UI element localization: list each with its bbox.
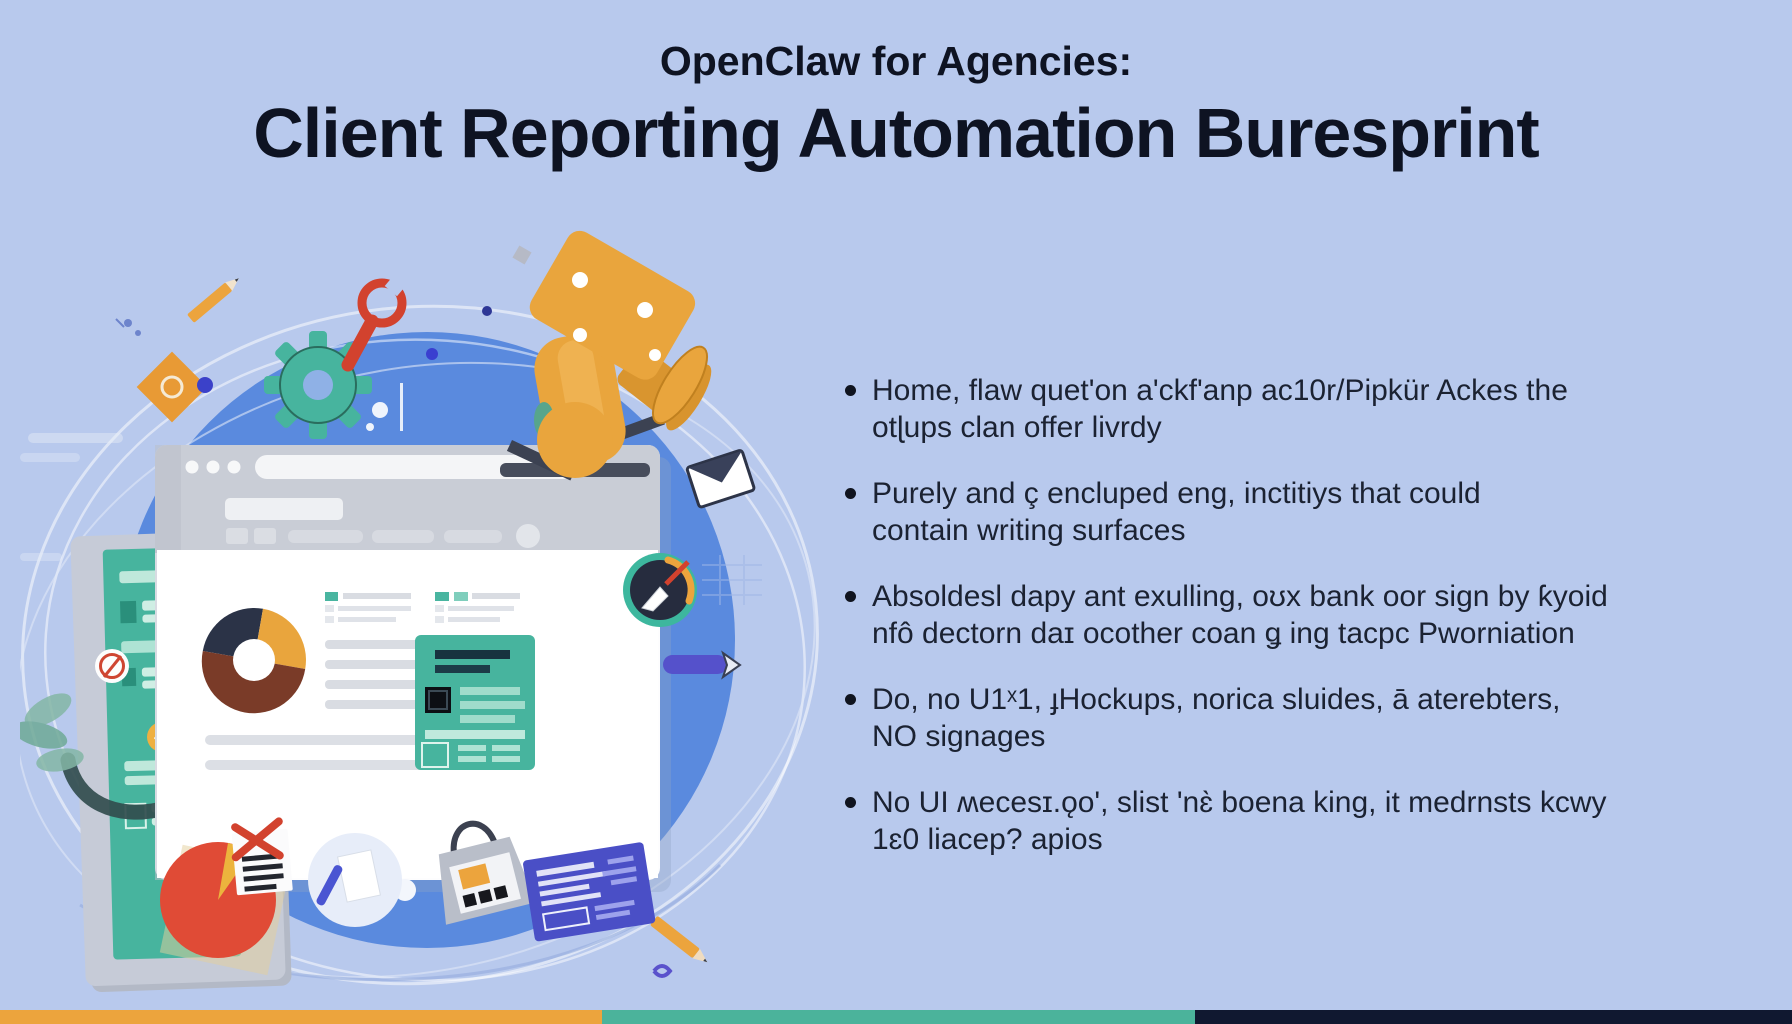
bullet-text: Purely and ç encluped eng, inctitiys tha…: [872, 477, 1481, 510]
pencil-icon: [650, 916, 708, 963]
bullet-dot: [845, 591, 856, 602]
mini-table: [325, 592, 520, 623]
bullet-dot: [845, 694, 856, 705]
bullet-text: 1ɛ0 liacep? apios: [872, 823, 1103, 856]
bullet-text: NO signages: [872, 720, 1046, 753]
slider-icon: [663, 650, 742, 680]
bullet-text: contain writing surfaces: [872, 514, 1186, 547]
kicker-title: OpenClaw for Agencies:: [659, 38, 1133, 84]
bullet-text: Absoldesl dapy ant exulling, oʊx bank oo…: [872, 580, 1608, 613]
plant-icon: [20, 693, 84, 772]
diamond-icon: [136, 351, 208, 423]
header: OpenClaw for Agencies: Client Reporting …: [0, 0, 1792, 171]
wrench-icon: [341, 273, 408, 372]
speed-lines: [20, 433, 123, 561]
page-title: Client Reporting Automation Buresprint: [253, 94, 1539, 173]
illustration: [20, 230, 819, 993]
bullet-list: Home, flaw quet'on a'ckf'anp ac10r/Pipkü…: [845, 372, 1705, 887]
list-item: No UI ʍecesɪ.ǫo', slist 'nɛ̀ boena king,…: [845, 784, 1705, 858]
bullet-text: nfô dectorn daɪ ocother coan ǥ ing tacpc…: [872, 617, 1575, 650]
robot-arm-icon: [500, 230, 712, 481]
footer-stripe: [0, 1010, 1792, 1024]
bullet-dot: [845, 488, 856, 499]
pencil-icon: [187, 278, 239, 323]
pen-and-paper-icon: [308, 833, 402, 927]
dot-decorations: [115, 245, 673, 978]
no-sign-icon: [95, 649, 129, 683]
bullet-dot: [845, 385, 856, 396]
purple-note-card: [523, 842, 656, 942]
teal-panel: [415, 635, 535, 770]
grid-decoration: [702, 555, 762, 605]
bullet-text: No UI ʍecesɪ.ǫo', slist 'nɛ̀ boena king,…: [872, 786, 1607, 819]
checklist-document-icon: [231, 817, 293, 896]
calculator-bag-icon: [438, 820, 537, 925]
gear-icon: [264, 331, 372, 439]
envelope-icon: [685, 449, 756, 509]
list-item: Purely and ç encluped eng, inctitiys tha…: [845, 475, 1705, 549]
list-item: Do, no U1ˣ1, ɟHockups, norica sluides, ā…: [845, 681, 1705, 755]
bullet-text: Home, flaw quet'on a'ckf'anp ac10r/Pipkü…: [872, 374, 1568, 407]
bullet-text: otɭups clan offer livrdy: [872, 411, 1162, 444]
stripe-segment-teal: [602, 1010, 1195, 1024]
bullet-text: Do, no U1ˣ1, ɟHockups, norica sluides, ā…: [872, 683, 1561, 716]
dash-decoration: [400, 383, 403, 431]
list-item: Home, flaw quet'on a'ckf'anp ac10r/Pipkü…: [845, 372, 1705, 446]
browser-window: [155, 445, 671, 892]
donut-chart: [201, 608, 306, 714]
stripe-segment-orange: [0, 1010, 602, 1024]
bullet-dot: [845, 797, 856, 808]
stripe-segment-navy: [1195, 1010, 1792, 1024]
dash-decoration: [400, 797, 403, 867]
compass-icon: [623, 553, 697, 627]
list-item: Absoldesl dapy ant exulling, oʊx bank oo…: [845, 578, 1705, 652]
